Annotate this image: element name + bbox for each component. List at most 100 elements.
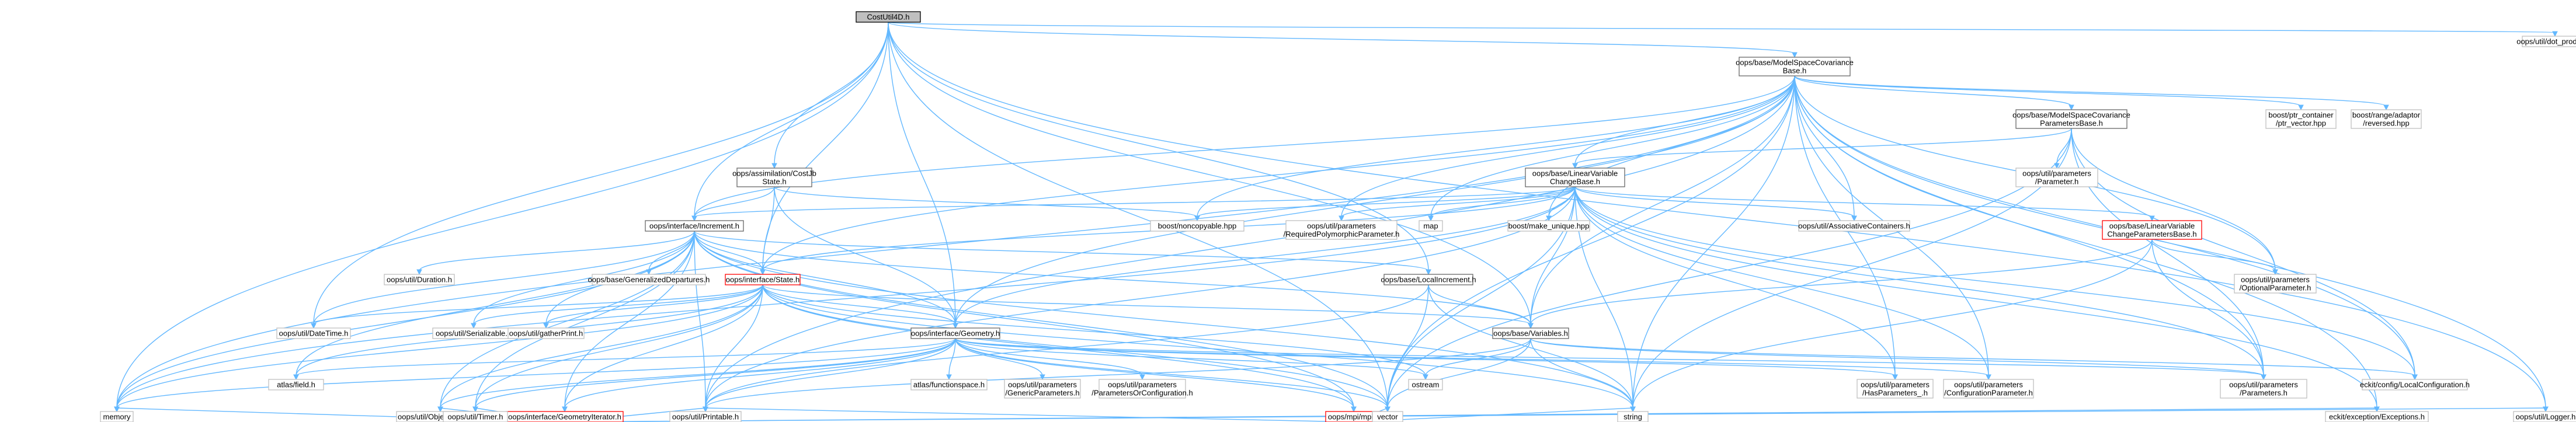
- node-oops-util-gatherprint-h[interactable]: oops/util/gatherPrint.h: [507, 327, 585, 339]
- node-oops-util-datetime-h[interactable]: oops/util/DateTime.h: [276, 327, 351, 339]
- node-boost-make-unique-hpp[interactable]: boost/make_unique.hpp: [1507, 220, 1590, 232]
- edge-msc-to-map: [1430, 75, 1795, 218]
- node-box: [1525, 168, 1625, 187]
- dependency-nodes: CostUtil4D.hoops/base/ModelSpaceCovarian…: [100, 11, 2576, 422]
- edge-mscp-to-opt: [2071, 128, 2276, 271]
- node-oops-interface-geometry-h[interactable]: oops/interface/Geometry.h: [910, 327, 1000, 339]
- node-oops-base-generalizeddepartures-h[interactable]: oops/base/GeneralizedDepartures.h: [588, 274, 710, 285]
- node-oops-util-parameters-parametersorconfiguration-h[interactable]: oops/util/parameters/ParametersOrConfigu…: [1091, 379, 1193, 399]
- edge-cost-to-geom: [774, 186, 956, 325]
- edge-incr-to-mpi: [694, 231, 1354, 409]
- node-box: [1098, 379, 1186, 399]
- edge-locinc-to-string: [1428, 284, 1633, 409]
- node-oops-util-timer-h[interactable]: oops/util/Timer.h: [443, 411, 508, 422]
- edge-incr-to-locinc: [694, 231, 1429, 271]
- node-label: State.h: [762, 177, 786, 186]
- edge-geom-to-af: [296, 338, 956, 376]
- node-memory[interactable]: memory: [100, 411, 134, 422]
- arrowhead-incr-to-state: [760, 269, 766, 275]
- edge-lvcp-to-params: [2151, 239, 2264, 376]
- arrowhead-lvcp-to-opt: [2272, 269, 2278, 275]
- node-label: oops/util/Duration.h: [387, 275, 452, 284]
- node-oops-util-associativecontainers-h[interactable]: oops/util/AssociativeContainers.h: [1798, 220, 1910, 232]
- node-label: oops/util/Logger.h: [2516, 413, 2576, 421]
- node-label: ParametersBase.h: [2040, 119, 2103, 128]
- node-oops-base-linearvariable-changeparametersbase-h[interactable]: oops/base/LinearVariableChangeParameters…: [2102, 220, 2202, 240]
- edge-state-to-timer: [475, 284, 763, 409]
- edge-lvc-to-nonc: [1197, 186, 1576, 218]
- node-box: [592, 274, 706, 285]
- node-oops-util-parameters-optionalparameter-h[interactable]: oops/util/parameters/OptionalParameter.h: [2234, 274, 2317, 294]
- node-oops-util-duration-h[interactable]: oops/util/Duration.h: [384, 274, 455, 285]
- edge-msc-to-incr: [694, 75, 1795, 218]
- node-label: boost/range/adaptor: [2352, 111, 2421, 120]
- node-oops-interface-increment-h[interactable]: oops/interface/Increment.h: [645, 220, 744, 232]
- arrowhead-lvc-to-incr: [691, 215, 697, 222]
- node-box: [2234, 274, 2317, 294]
- node-string[interactable]: string: [1617, 411, 1649, 422]
- node-eckit-exception-exceptions-h[interactable]: eckit/exception/Exceptions.h: [2325, 411, 2429, 422]
- edge-lvc-to-geom: [955, 186, 1576, 325]
- node-boost-noncopyable-hpp[interactable]: boost/noncopyable.hpp: [1150, 220, 1244, 232]
- node-label: /OptionalParameter.h: [2240, 284, 2311, 292]
- edge-incr-to-oc: [440, 231, 695, 409]
- arrowhead-mscp-to-upar: [2054, 163, 2060, 169]
- node-oops-util-parameters-genericparameters-h[interactable]: oops/util/parameters/GenericParameters.h: [1004, 379, 1081, 399]
- arrowhead-vars-to-eckitcfg: [2412, 374, 2418, 381]
- node-oops-util-parameters-hasparameters-h[interactable]: oops/util/parameters/HasParameters_.h: [1857, 379, 1934, 399]
- node-atlas-field-h[interactable]: atlas/field.h: [268, 379, 324, 390]
- node-oops-util-parameters-configurationparameter-h[interactable]: oops/util/parameters/ConfigurationParame…: [1943, 379, 2034, 399]
- node-oops-util-parameters-parameters-h[interactable]: oops/util/parameters/Parameters.h: [2220, 379, 2307, 399]
- node-oops-util-printable-h[interactable]: oops/util/Printable.h: [669, 411, 742, 422]
- node-oops-base-modelspacecovariance-parametersbase-h[interactable]: oops/base/ModelSpaceCovarianceParameters…: [2012, 109, 2130, 129]
- arrowhead-root-to-dot: [2552, 31, 2558, 37]
- node-oops-mpi-mpi-h[interactable]: oops/mpi/mpi.h: [1325, 411, 1382, 422]
- node-eckit-config-localconfiguration-h[interactable]: eckit/config/LocalConfiguration.h: [2360, 379, 2470, 390]
- node-atlas-functionspace-h[interactable]: atlas/functionspace.h: [910, 379, 988, 390]
- node-ostream[interactable]: ostream: [1408, 379, 1443, 390]
- node-label: oops/util/parameters: [2241, 275, 2310, 284]
- edge-geom-to-vector: [955, 338, 1388, 409]
- node-oops-interface-geometryiterator-h[interactable]: oops/interface/GeometryIterator.h: [506, 411, 624, 422]
- node-oops-util-parameters-parameter-h[interactable]: oops/util/parameters/Parameter.h: [2015, 168, 2098, 187]
- node-label: ostream: [1412, 381, 1440, 389]
- node-label: oops/util/Serializable.h: [436, 329, 512, 338]
- node-label: oops/util/parameters: [1307, 222, 1376, 231]
- node-oops-base-variables-h[interactable]: oops/base/Variables.h: [1492, 327, 1569, 339]
- node-boost-ptr-container-ptr-vector-hpp[interactable]: boost/ptr_container/ptr_vector.hpp: [2265, 109, 2337, 129]
- arrowhead-mpi-to-printable: [703, 406, 708, 413]
- arrowhead-locinc-to-vars: [1528, 323, 1534, 329]
- edge-incr-to-memory: [116, 231, 695, 409]
- node-oops-util-logger-h[interactable]: oops/util/Logger.h: [2513, 411, 2576, 422]
- node-box: [443, 411, 508, 422]
- edge-lvc-to-map: [1430, 186, 1576, 218]
- node-box: [2362, 379, 2468, 390]
- node-oops-base-localincrement-h[interactable]: oops/base/LocalIncrement.h: [1381, 274, 1476, 285]
- node-label: atlas/field.h: [277, 381, 315, 389]
- edge-incr-to-vector: [694, 231, 1388, 409]
- edge-state-to-vars: [762, 284, 1531, 325]
- node-boost-range-adaptor-reversed-hpp[interactable]: boost/range/adaptor/reversed.hpp: [2351, 109, 2422, 129]
- node-oops-interface-state-h[interactable]: oops/interface/State.h: [725, 274, 801, 285]
- node-box: [100, 411, 134, 422]
- node-oops-util-parameters-requiredpolymorphicparameter-h[interactable]: oops/util/parameters/RequiredPolymorphic…: [1284, 220, 1400, 240]
- node-oops-util-serializable-h[interactable]: oops/util/Serializable.h: [432, 327, 515, 339]
- node-label: oops/base/ModelSpaceCovariance: [1736, 58, 1854, 67]
- edge-geom-to-ostream: [955, 338, 1426, 376]
- edge-state-to-memory: [116, 284, 763, 409]
- node-oops-util-dot-product-h[interactable]: oops/util/dot_product.h: [2516, 36, 2576, 47]
- node-label: /Parameters.h: [2240, 389, 2288, 397]
- node-label: oops/base/Variables.h: [1493, 329, 1568, 338]
- node-label: oops/util/parameters: [1861, 381, 1930, 389]
- node-label: /ConfigurationParameter.h: [1944, 389, 2033, 397]
- arrowhead-geom-to-cfgp: [1986, 374, 1991, 381]
- node-map[interactable]: map: [1419, 220, 1443, 232]
- node-label: ChangeBase.h: [1550, 177, 1600, 186]
- arrowhead-geom-to-params: [2261, 374, 2266, 381]
- node-box: [1857, 379, 1934, 399]
- node-vector[interactable]: vector: [1372, 411, 1403, 422]
- arrowhead-geom-to-hasp: [1892, 374, 1898, 381]
